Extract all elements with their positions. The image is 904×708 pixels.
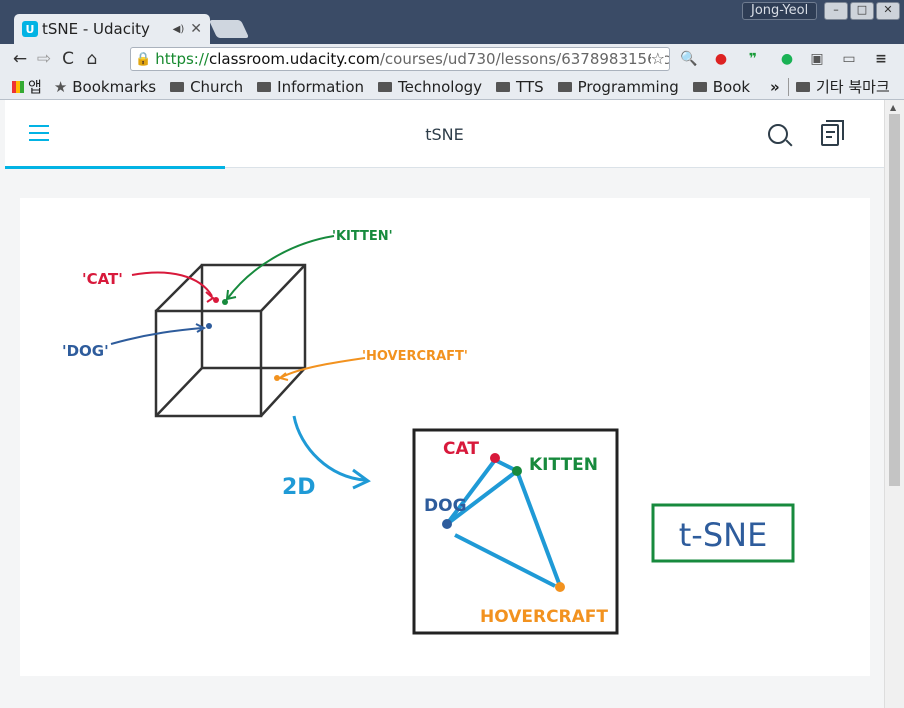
udacity-favicon-icon: U xyxy=(22,21,38,37)
lesson-video[interactable]: 'CAT' 'KITTEN' 'DOG' 'HOVERCRAFT' 2D CAT… xyxy=(20,198,870,676)
bookmark-bookmarks[interactable]: ★Bookmarks xyxy=(53,77,157,96)
folder-icon xyxy=(257,81,272,92)
bookmark-information[interactable]: Information xyxy=(257,78,364,96)
lock-icon: 🔒 xyxy=(135,51,152,67)
browser-toolbar: ← ⇨ C ⌂ 🔒 https:// classroom.udacity.com… xyxy=(0,44,904,74)
hovercraft-point xyxy=(274,375,280,381)
kitten-label: 'KITTEN' xyxy=(332,229,393,244)
lesson-header: tSNE xyxy=(5,100,884,169)
2d-label: 2D xyxy=(282,475,316,500)
kitten-2d-label: KITTEN xyxy=(529,455,598,475)
bookmark-star-icon[interactable]: ☆ xyxy=(650,49,665,68)
minimize-icon[interactable]: – xyxy=(824,2,848,20)
hovercraft-2d-point xyxy=(555,582,565,592)
close-tab-icon[interactable]: ✕ xyxy=(190,21,202,37)
folder-icon xyxy=(496,81,511,92)
reload-icon[interactable]: C xyxy=(62,49,74,69)
id-extension-icon[interactable]: ● xyxy=(780,51,794,67)
back-icon[interactable]: ← xyxy=(12,49,28,69)
bookmarks-overflow-button[interactable]: » xyxy=(770,77,780,96)
folder-icon xyxy=(170,81,185,92)
cat-point xyxy=(213,297,219,303)
tab-title: tSNE - Udacity xyxy=(42,20,150,38)
bookmark-technology[interactable]: Technology xyxy=(378,78,482,96)
address-bar[interactable]: 🔒 https:// classroom.udacity.com /course… xyxy=(130,47,670,71)
speaker-icon[interactable]: ◀) xyxy=(172,23,185,35)
dog-label: 'DOG' xyxy=(62,342,109,360)
netflix-extension-icon[interactable]: ▭ xyxy=(842,51,856,67)
folder-icon xyxy=(557,81,572,92)
url-host: classroom.udacity.com xyxy=(208,50,380,68)
url-path: /courses/ud730/lessons/6378983156/co xyxy=(379,50,670,68)
tsne-sketch: 'CAT' 'KITTEN' 'DOG' 'HOVERCRAFT' 2D CAT… xyxy=(62,229,795,635)
browser-tab[interactable]: U tSNE - Udacity ◀) ✕ xyxy=(14,14,210,44)
kitten-point xyxy=(222,299,228,305)
bookmark-book[interactable]: Book xyxy=(692,78,750,96)
progress-indicator xyxy=(5,166,225,169)
cube-drawing xyxy=(154,263,307,418)
home-icon[interactable]: ⌂ xyxy=(86,49,98,69)
url-scheme: https:// xyxy=(155,50,209,68)
tsne-label-box xyxy=(651,503,795,563)
apps-icon[interactable] xyxy=(12,80,24,93)
search-icon[interactable] xyxy=(768,124,788,144)
cat-2d-label: CAT xyxy=(443,439,479,459)
bookmark-church[interactable]: Church xyxy=(170,78,243,96)
dog-point xyxy=(206,323,212,329)
notes-icon[interactable] xyxy=(821,120,844,146)
star-icon: ★ xyxy=(53,77,68,96)
folder-icon xyxy=(796,81,810,92)
embedding-box xyxy=(412,428,619,635)
tsne-label: t-SNE xyxy=(679,516,768,554)
bookmark-apps[interactable]: 앱 xyxy=(28,78,42,96)
page-scrollbar[interactable]: ▲ xyxy=(884,100,904,708)
new-tab-button[interactable] xyxy=(208,20,250,38)
folder-icon xyxy=(692,81,707,92)
bookmark-other[interactable]: 기타 북마크 xyxy=(796,76,890,97)
camera-extension-icon[interactable]: ▣ xyxy=(810,51,824,67)
dog-2d-point xyxy=(442,519,452,529)
maximize-icon[interactable]: □ xyxy=(850,2,874,20)
browser-tabstrip: U tSNE - Udacity ◀) ✕ Jong-Yeol – □ ✕ xyxy=(0,0,904,44)
cat-2d-point xyxy=(490,453,500,463)
magnifier-extension-icon[interactable]: 🔍 xyxy=(680,51,698,67)
menu-icon[interactable]: ≡ xyxy=(875,51,887,67)
cat-label: 'CAT' xyxy=(82,270,123,288)
folder-icon xyxy=(378,81,393,92)
window-close-icon[interactable]: ✕ xyxy=(876,2,900,20)
hamburger-menu-icon[interactable] xyxy=(29,125,49,141)
bookmark-tts[interactable]: TTS xyxy=(496,78,544,96)
quote-extension-icon[interactable]: ❞ xyxy=(748,51,758,67)
embedding-edges xyxy=(445,458,562,588)
divider xyxy=(788,77,789,96)
ublock-extension-icon[interactable]: ● xyxy=(714,51,728,67)
bookmarks-bar: 앱 ★Bookmarks Church Information Technolo… xyxy=(0,74,904,100)
classroom-page: tSNE xyxy=(5,100,884,708)
kitten-2d-point xyxy=(512,466,522,476)
window-controls: – □ ✕ xyxy=(824,2,900,20)
forward-icon: ⇨ xyxy=(36,49,52,69)
page-title: tSNE xyxy=(425,125,464,144)
hovercraft-2d-label: HOVERCRAFT xyxy=(480,607,608,627)
scrollbar-thumb[interactable] xyxy=(889,114,900,486)
profile-button[interactable]: Jong-Yeol xyxy=(742,2,818,20)
bookmark-programming[interactable]: Programming xyxy=(557,78,679,96)
scroll-up-icon[interactable]: ▲ xyxy=(890,103,897,112)
dog-2d-label: DOG xyxy=(424,496,467,516)
hovercraft-label: 'HOVERCRAFT' xyxy=(362,349,468,364)
